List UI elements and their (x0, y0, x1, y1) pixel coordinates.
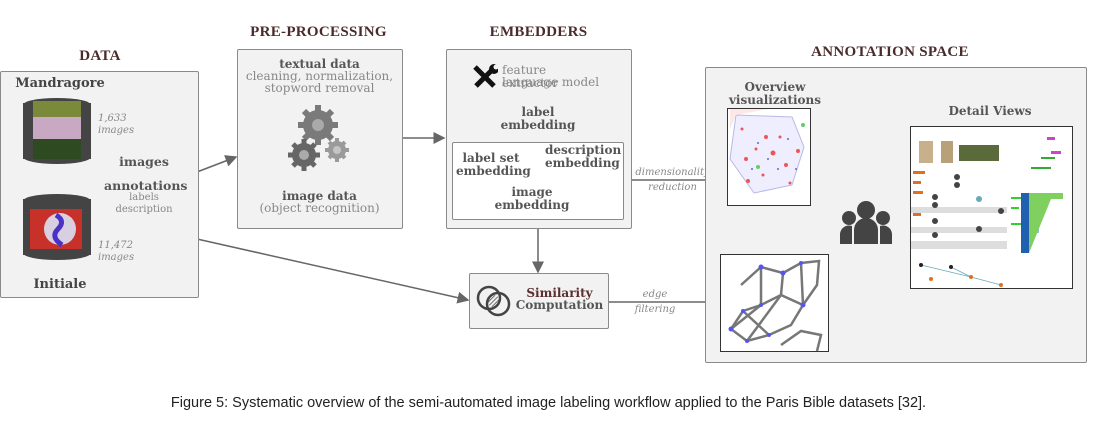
textual-data-title: textual data (279, 57, 360, 71)
label-embedding-line-1: label (521, 105, 555, 119)
arrow-data-to-similarity (196, 238, 470, 304)
label-embedding-line-2: embedding (500, 118, 576, 132)
dataset-name-initiale: Initiale (33, 277, 87, 292)
database-icon-mandragore (22, 97, 92, 165)
similarity-line-2: Computation (515, 298, 604, 312)
preprocessing-title: PRE-PROCESSING (250, 24, 387, 40)
tools-icon (472, 64, 498, 90)
embedding-subbox (452, 142, 624, 220)
annotation-space-title: ANNOTATION SPACE (811, 44, 969, 60)
dimensionality-reduction-label: dimensionality reduction (635, 167, 710, 193)
image-data-title: image data (282, 189, 357, 203)
image-embedding: image embedding (494, 185, 570, 212)
detail-views-thumbnail (910, 126, 1073, 289)
image-data-desc: (object recognition) (259, 201, 380, 215)
edge-filtering-label: edge filtering (634, 289, 676, 315)
similarity-line-1: Similarity (526, 286, 593, 300)
gears-icon (285, 103, 355, 175)
description-embedding: description embedding (545, 143, 622, 170)
data-title: DATA (79, 48, 121, 64)
textual-data-desc-2: stopword removal (264, 81, 375, 95)
output-labels-label: labels (129, 192, 159, 203)
arrow-data-to-preprocessing (196, 155, 238, 173)
output-annotations-label: annotations (104, 178, 188, 193)
language-model-label: language model (502, 75, 600, 89)
overview-graph-thumbnail (720, 254, 829, 352)
venn-icon (476, 284, 512, 318)
detail-views-title: Detail Views (948, 104, 1032, 118)
dataset-count-mandragore: 1,633 images (98, 113, 135, 136)
feature-extractor-label: feature extractor (502, 63, 559, 90)
overview-title: Overview visualizations (728, 80, 822, 107)
database-icon-initiale (22, 193, 92, 261)
output-description-label: description (115, 204, 173, 215)
figure-caption: Figure 5: Systematic overview of the sem… (170, 395, 927, 411)
output-images-label: images (119, 154, 169, 169)
users-group-icon (840, 200, 892, 246)
embedders-title: EMBEDDERS (489, 24, 588, 40)
dataset-count-initiale: 11,472 images (98, 240, 135, 263)
textual-data-desc-1: cleaning, normalization, (245, 69, 394, 83)
label-set-embedding: label set embedding (456, 151, 531, 178)
overview-scatter-thumbnail (727, 108, 811, 206)
dataset-name-mandragore: Mandragore (15, 76, 105, 91)
data-box (0, 71, 199, 298)
